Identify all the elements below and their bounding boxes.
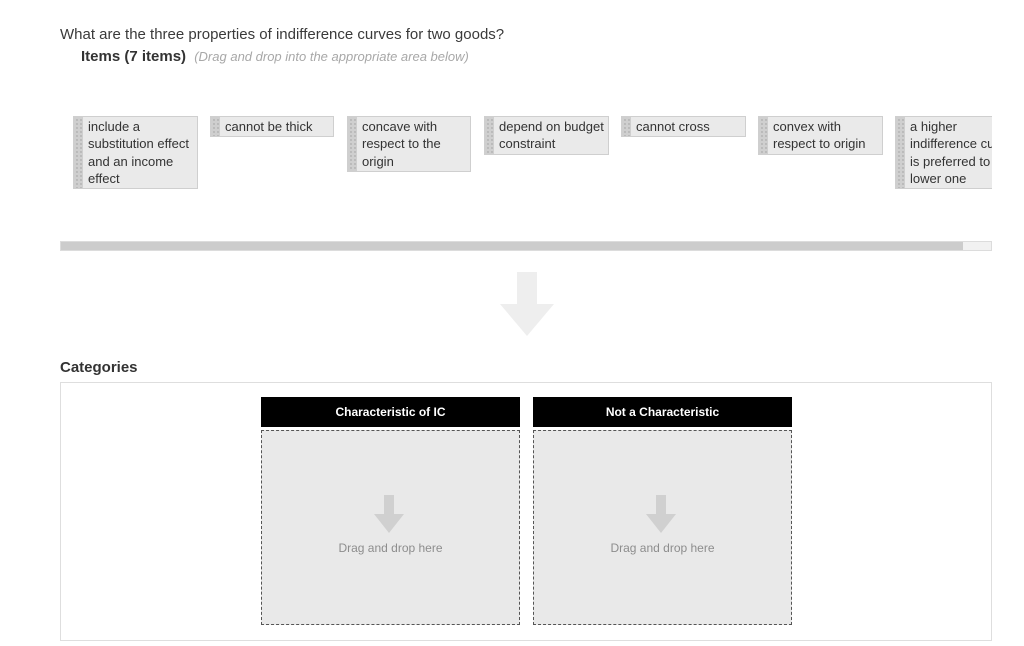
item-label: include a substitution effect and an inc… [88,119,189,186]
drag-handle-icon[interactable] [211,117,220,137]
items-scrollbar[interactable] [60,241,992,251]
items-heading: Items (7 items) (Drag and drop into the … [81,48,469,65]
categories-container [60,382,992,641]
category-header: Characteristic of IC [261,397,520,427]
scrollbar-thumb[interactable] [61,242,964,250]
item-label: cannot cross [636,119,710,134]
drag-handle-icon[interactable] [759,117,768,154]
dropzone-placeholder: Drag and drop here [338,541,443,555]
items-hint: (Drag and drop into the appropriate area… [194,49,469,64]
category-header: Not a Characteristic [533,397,792,427]
item-label: concave with respect to the origin [362,119,441,169]
dropzone-placeholder: Drag and drop here [610,541,715,555]
category-characteristic-of-ic: Characteristic of IC Drag and drop here [261,397,520,625]
drag-handle-icon[interactable] [622,117,631,137]
dropzone[interactable]: Drag and drop here [261,430,520,625]
item-label: depend on budget constraint [499,119,604,152]
dropzone[interactable]: Drag and drop here [533,430,792,625]
draggable-item[interactable]: depend on budget constraint [484,116,609,155]
draggable-item[interactable]: convex with respect to origin [758,116,883,155]
drag-handle-icon[interactable] [348,117,357,171]
item-label: a higher indifference curve is preferred… [910,119,992,186]
drag-handle-icon[interactable] [896,117,905,189]
draggable-item[interactable]: include a substitution effect and an inc… [73,116,198,190]
arrow-down-icon [646,495,676,533]
item-label: convex with respect to origin [773,119,866,152]
draggable-item[interactable]: concave with respect to the origin [347,116,471,172]
drag-handle-icon[interactable] [74,117,83,189]
arrow-down-icon [500,272,554,336]
draggable-item[interactable]: cannot cross [621,116,746,138]
items-title: Items (7 items) [81,48,187,65]
draggable-item[interactable]: cannot be thick [210,116,334,138]
draggable-item[interactable]: a higher indifference curve is preferred… [895,116,992,190]
item-label: cannot be thick [225,119,313,134]
category-not-a-characteristic: Not a Characteristic Drag and drop here [533,397,792,625]
items-tray: include a substitution effect and an inc… [60,110,992,210]
arrow-down-icon [374,495,404,533]
categories-title: Categories [60,359,138,376]
question-text: What are the three properties of indiffe… [60,26,505,43]
drag-handle-icon[interactable] [485,117,494,154]
